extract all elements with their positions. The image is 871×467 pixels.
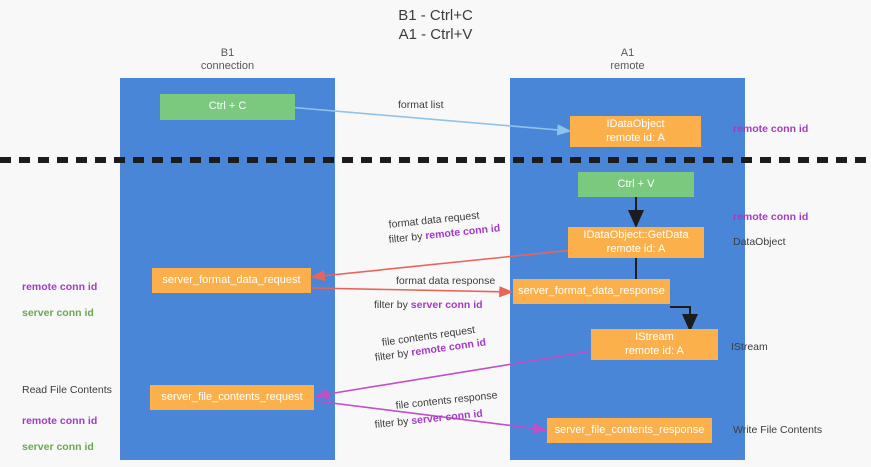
diagram-title: B1 - Ctrl+C A1 - Ctrl+V xyxy=(398,7,473,43)
edge-label-file-contents-response-filter: filter by server conn id xyxy=(374,407,484,433)
annotation-conn-ids-format: remote conn id server conn id xyxy=(22,268,97,333)
edge-label-format-data-response: format data response xyxy=(396,275,496,287)
node-ctrl-v[interactable]: Ctrl + V xyxy=(578,172,694,197)
annotation-read-file-contents: Read File Contents xyxy=(22,384,112,396)
filter-key-server-conn-id: server conn id xyxy=(410,299,483,311)
annotation-remote-conn-id-mid: remote conn id xyxy=(733,211,809,223)
annotation-istream: IStream xyxy=(731,341,768,353)
node-ctrl-c[interactable]: Ctrl + C xyxy=(160,94,295,120)
node-server-file-contents-response[interactable]: server_file_contents_response xyxy=(547,418,712,443)
annotation-server-conn-id-left: server conn id xyxy=(22,307,94,319)
edge-label-format-data-response-filter: filter by server conn id xyxy=(374,298,483,313)
annotation-conn-ids-file: remote conn id server conn id xyxy=(22,402,97,467)
annotation-remote-conn-id-left: remote conn id xyxy=(22,281,98,293)
node-server-format-data-response[interactable]: server_format_data_response xyxy=(513,279,670,304)
annotation-server-conn-id-left-2: server conn id xyxy=(22,441,94,453)
annotation-write-file-contents: Write File Contents xyxy=(733,424,823,436)
annotation-remote-conn-id-top: remote conn id xyxy=(733,123,809,135)
node-server-file-contents-request[interactable]: server_file_contents_request xyxy=(150,385,314,410)
filter-prefix: filter by xyxy=(374,415,412,431)
annotation-remote-conn-id-left-2: remote conn id xyxy=(22,415,98,427)
edge-label-format-list: format list xyxy=(398,99,444,111)
column-header-b1: B1 connection xyxy=(200,47,255,72)
node-istream[interactable]: IStream remote id: A xyxy=(591,329,718,360)
node-idataobject-getdata[interactable]: IDataObject::GetData remote id: A xyxy=(568,227,704,258)
filter-prefix: filter by xyxy=(388,230,426,246)
node-server-format-data-request[interactable]: server_format_data_request xyxy=(152,268,311,293)
filter-prefix: filter by xyxy=(374,346,413,364)
column-header-a1: A1 remote xyxy=(610,47,645,72)
phase-divider xyxy=(0,157,871,163)
annotation-dataobject: DataObject xyxy=(733,236,786,248)
filter-prefix: filter by xyxy=(374,299,411,311)
node-idataobject[interactable]: IDataObject remote id: A xyxy=(570,116,701,147)
